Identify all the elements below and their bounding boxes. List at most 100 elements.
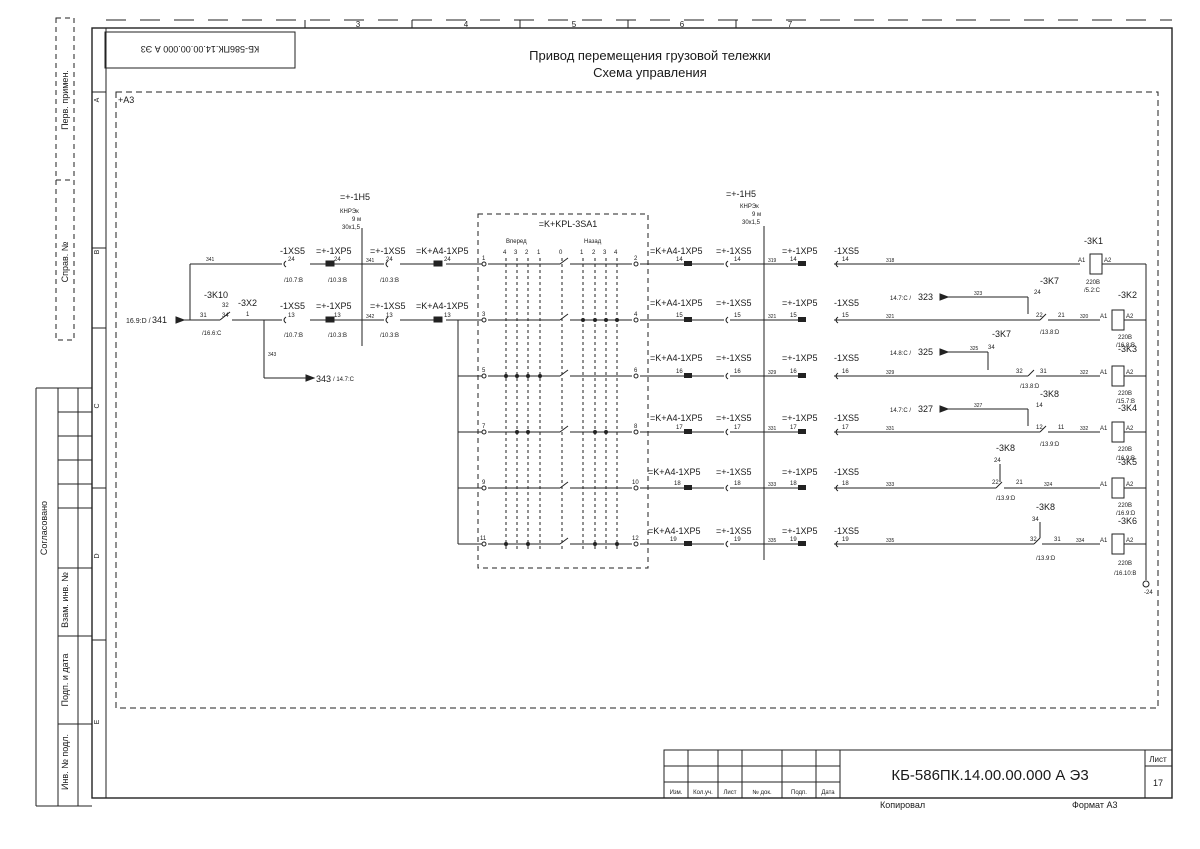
stamp-podp: Подп. bbox=[791, 790, 807, 796]
o4-w1: 331 bbox=[768, 426, 777, 432]
c3-ref: /13.9:D bbox=[1040, 442, 1060, 448]
o4-p4: 17 bbox=[842, 425, 849, 431]
sw-in-7: 7 bbox=[482, 424, 486, 430]
r2-xp5: =+-1XP5 bbox=[316, 301, 352, 311]
o1-p: 14 bbox=[676, 257, 683, 263]
k5-a2: A2 bbox=[1126, 482, 1134, 488]
o3-xs5b: -1XS5 bbox=[834, 353, 859, 363]
stamp-kolich: Кол.уч. bbox=[693, 790, 713, 796]
sw-pos-1: 3 bbox=[514, 250, 518, 256]
o6-ka4: =K+A4-1XP5 bbox=[648, 526, 701, 536]
k3-a1: A1 bbox=[1100, 370, 1108, 376]
c2-ref: /13.8:D bbox=[1020, 384, 1040, 390]
r1-xs5: -1XS5 bbox=[280, 246, 305, 256]
k5-name: -3K5 bbox=[1118, 457, 1137, 467]
k4-volt: 220В bbox=[1118, 447, 1132, 453]
sw-in-11: 11 bbox=[480, 536, 487, 542]
o5-w1: 333 bbox=[768, 482, 777, 488]
c2-w: 322 bbox=[1080, 370, 1089, 376]
br2-ref: 14.8:C / bbox=[890, 351, 911, 357]
k2-volt: 220В bbox=[1118, 335, 1132, 341]
r1-xs5b: =+-1XS5 bbox=[370, 246, 406, 256]
o4-xs5b: -1XS5 bbox=[834, 413, 859, 423]
out-row-3: =K+A4-1XP5 16 =+-1XS5 16 329 =+-1XP5 16 … bbox=[650, 353, 895, 376]
sw-pos-5: 1 bbox=[580, 250, 584, 256]
row-b: B bbox=[94, 249, 101, 254]
o5-xp5: =+-1XP5 bbox=[782, 467, 818, 477]
h5-right-len: 9 м bbox=[752, 212, 761, 218]
o1-p2: 14 bbox=[734, 257, 741, 263]
o1-ka4: =K+A4-1XP5 bbox=[650, 246, 703, 256]
h5-right-name: =+-1H5 bbox=[726, 189, 756, 199]
input-ref: 16.9:D / bbox=[126, 318, 151, 325]
c3-top: 14 bbox=[1036, 403, 1043, 409]
switch-fwd: Вперед bbox=[506, 239, 527, 245]
h5-left-len: 9 м bbox=[352, 217, 361, 223]
mirrored-code: КБ-586ПК.14.00.00.000 А Э3 bbox=[141, 44, 259, 54]
k1-ref: /5.2:C bbox=[1084, 288, 1101, 294]
x2-pin: 1 bbox=[246, 312, 250, 318]
o6-xs5: =+-1XS5 bbox=[716, 526, 752, 536]
r2-ka4: =K+A4-1XP5 bbox=[416, 301, 469, 311]
o5-p: 18 bbox=[674, 481, 681, 487]
switch-name: =K+KPL-3SA1 bbox=[539, 219, 598, 229]
br2-wire: 325 bbox=[918, 347, 933, 357]
k4-a1: A1 bbox=[1100, 426, 1108, 432]
c5-ref: /13.9:D bbox=[1036, 556, 1056, 562]
o6-p3: 19 bbox=[790, 537, 797, 543]
c3-a: 12 bbox=[1036, 425, 1043, 431]
k6-a1: A1 bbox=[1100, 538, 1108, 544]
o5-xs5: =+-1XS5 bbox=[716, 467, 752, 477]
wire-343-ref: / 14.7:C bbox=[333, 377, 355, 383]
o2-p3: 15 bbox=[790, 313, 797, 319]
row-a: A bbox=[94, 97, 101, 102]
row-c: C bbox=[94, 403, 101, 408]
title-line1: Привод перемещения грузовой тележки bbox=[529, 48, 771, 63]
sw-in-3: 3 bbox=[482, 312, 486, 318]
c2-b: 31 bbox=[1040, 369, 1047, 375]
o4-w2: 331 bbox=[886, 426, 895, 432]
c5-w: 334 bbox=[1076, 538, 1085, 544]
coil-k1: -3K1 A1 A2 220В /5.2:C bbox=[1078, 236, 1112, 294]
sw-pos-7: 3 bbox=[603, 250, 607, 256]
input-wire: 341 bbox=[152, 315, 167, 325]
o5-p4: 18 bbox=[842, 481, 849, 487]
r1-xp5-ref: /10.3:B bbox=[328, 278, 347, 284]
col-5: 5 bbox=[572, 20, 577, 29]
h5-left-name: =+-1H5 bbox=[340, 192, 370, 202]
o2-xs5: =+-1XS5 bbox=[716, 298, 752, 308]
sheet-text: Привод перемещения грузовой тележки Схем… bbox=[39, 20, 1167, 810]
o3-xp5: =+-1XP5 bbox=[782, 353, 818, 363]
c4-a: 22 bbox=[992, 480, 999, 486]
r1-xs5-pin: 24 bbox=[288, 257, 295, 263]
switch-back: Назад bbox=[584, 239, 602, 245]
r1-xs5b-pin: 24 bbox=[386, 257, 393, 263]
side-inv: Инв. № подл. bbox=[60, 734, 70, 790]
k5-volt: 220В bbox=[1118, 503, 1132, 509]
assembly-label: +А3 bbox=[118, 95, 134, 105]
stamp-izm: Изм. bbox=[670, 790, 683, 796]
out-row-2: =K+A4-1XP5 15 =+-1XS5 15 321 =+-1XP5 15 … bbox=[650, 298, 895, 320]
stamp-doc: № док. bbox=[752, 789, 772, 796]
o6-p4: 19 bbox=[842, 537, 849, 543]
o6-w1: 335 bbox=[768, 538, 777, 544]
o5-p2: 18 bbox=[734, 481, 741, 487]
o6-xp5: =+-1XP5 bbox=[782, 526, 818, 536]
o2-ka4: =K+A4-1XP5 bbox=[650, 298, 703, 308]
h5-right-type: КНРЭк bbox=[740, 204, 759, 210]
k6-name: -3K6 bbox=[1118, 516, 1137, 526]
c2-top: 34 bbox=[988, 345, 995, 351]
side-perv: Перв. примен. bbox=[60, 70, 70, 130]
k1-a2: A2 bbox=[1104, 258, 1112, 264]
o3-w2: 329 bbox=[886, 370, 895, 376]
sw-out-12: 12 bbox=[632, 536, 639, 542]
copied-label: Копировал bbox=[880, 800, 925, 810]
c3-b: 11 bbox=[1058, 425, 1065, 431]
r1-xs5-ref: /10.7:B bbox=[284, 278, 303, 284]
o3-p3: 16 bbox=[790, 369, 797, 375]
sw-out-6: 6 bbox=[634, 368, 638, 374]
c4-name: -3K8 bbox=[996, 443, 1015, 453]
br1-ref: 14.7:C / bbox=[890, 296, 911, 302]
c5-b: 31 bbox=[1054, 537, 1061, 543]
k6-a2: A2 bbox=[1126, 538, 1134, 544]
